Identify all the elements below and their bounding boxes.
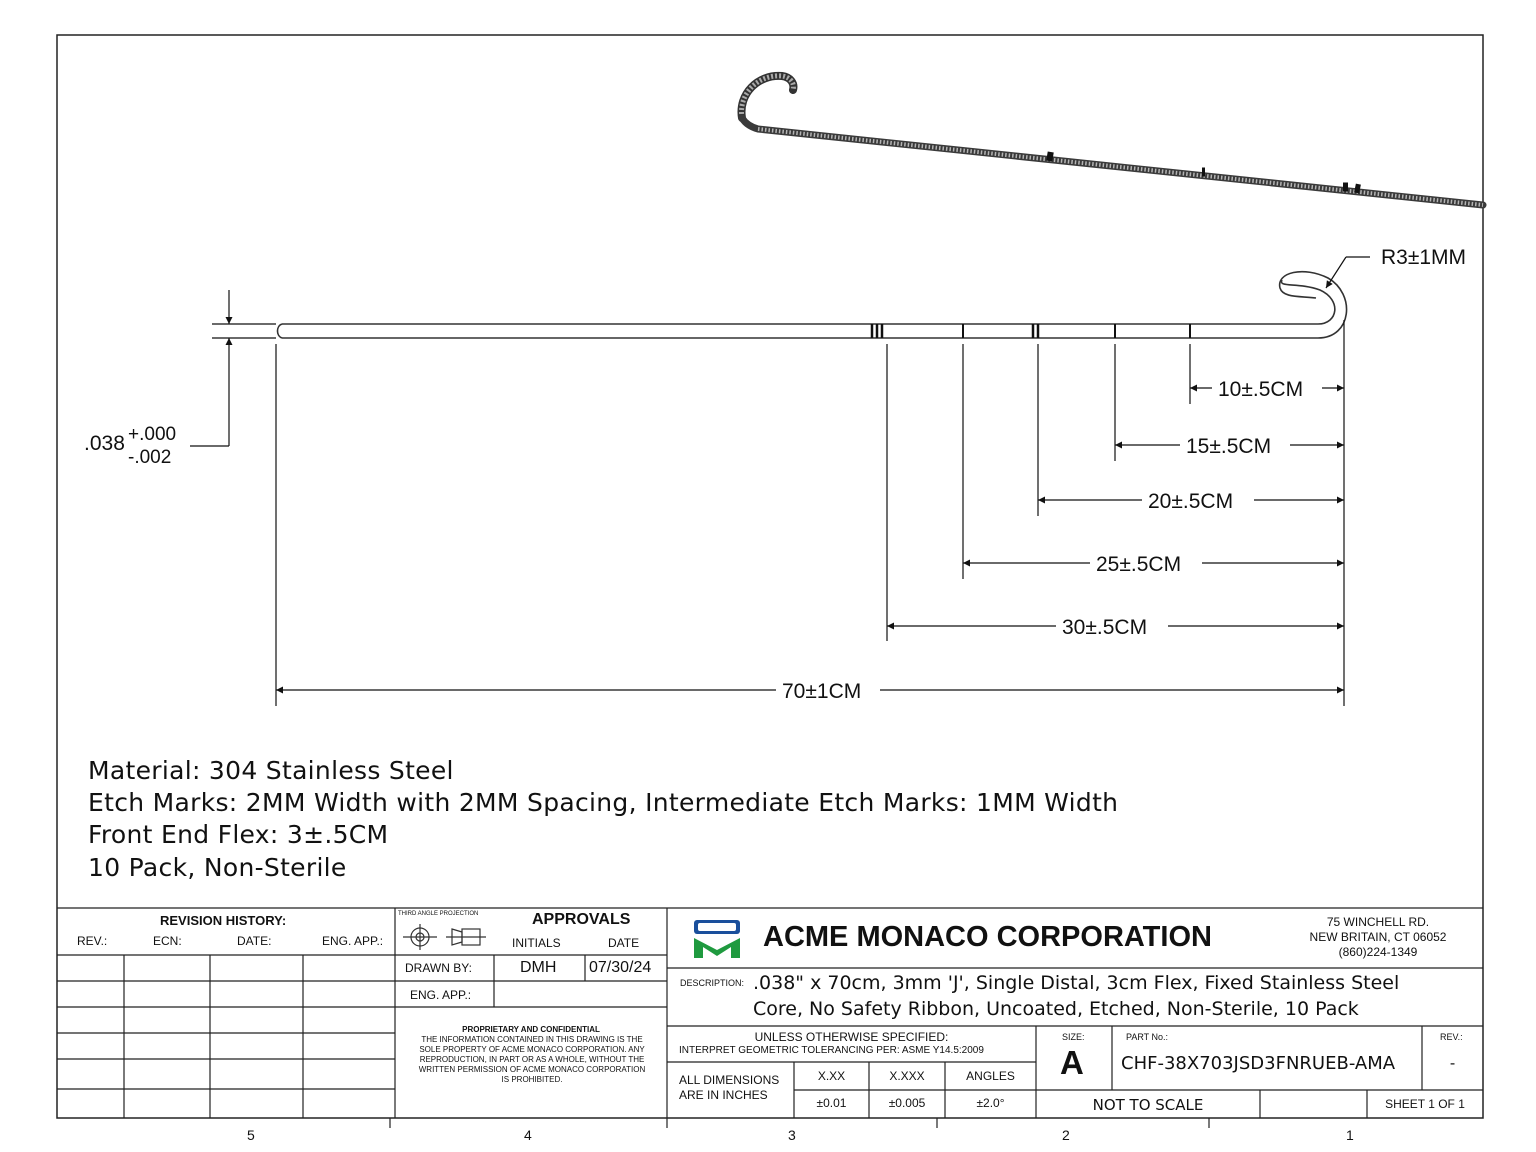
drawn-by-initials: DMH (520, 959, 557, 976)
zone-2: 2 (1062, 1127, 1070, 1143)
part-no-label: PART No.: (1126, 1032, 1169, 1042)
diameter-nominal: .038 (84, 432, 125, 455)
projection-label: THIRD ANGLE PROJECTION (398, 911, 479, 917)
all-dimensions-line-2: ARE IN INCHES (679, 1088, 768, 1102)
note-front-end-flex: Front End Flex: 3±.5CM (88, 820, 389, 849)
revision-history-title: REVISION HISTORY: (160, 913, 287, 928)
rev-label: REV.: (1440, 1032, 1463, 1042)
approvals-title: APPROVALS (532, 911, 631, 928)
tol-angles-value: ±2.0° (976, 1096, 1005, 1110)
size-label: SIZE: (1062, 1032, 1085, 1042)
extension-lines (275, 320, 1345, 706)
drawn-by-label: DRAWN BY: (405, 961, 472, 975)
revision-col-ecn: ECN: (153, 934, 182, 948)
tolerance-interpret: INTERPRET GEOMETRIC TOLERANCING PER: ASM… (679, 1045, 984, 1056)
zone-ticks (389, 1118, 1210, 1128)
diameter-tol-minus: -.002 (128, 447, 171, 468)
proprietary-body: THE INFORMATION CONTAINED IN THIS DRAWIN… (418, 1035, 646, 1084)
approvals-date-label: DATE (608, 936, 640, 950)
company-logo (694, 920, 740, 958)
revision-col-eng-app: ENG. APP.: (322, 934, 384, 948)
diameter-tol-plus: +.000 (128, 424, 176, 445)
all-dimensions-line-1: ALL DIMENSIONS (679, 1073, 780, 1087)
zone-5: 5 (247, 1127, 255, 1143)
scale-note: NOT TO SCALE (1092, 1096, 1204, 1114)
radius-leader (1325, 256, 1370, 289)
tol-angles-label: ANGLES (966, 1069, 1015, 1083)
note-pack: 10 Pack, Non-Sterile (88, 853, 347, 882)
tolerance-unless: UNLESS OTHERWISE SPECIFIED: (754, 1030, 949, 1044)
dim-30cm: 30±.5CM (1062, 616, 1147, 639)
tol-xx-label: X.XX (817, 1069, 846, 1083)
etch-marks (870, 324, 1191, 338)
part-number: CHF-38X703JSD3FNRUEB-AMA (1121, 1053, 1396, 1074)
dim-15cm: 15±.5CM (1186, 435, 1271, 458)
tol-xxx-value: ±0.005 (888, 1096, 926, 1110)
size-value: A (1060, 1044, 1084, 1081)
dim-20cm: 20±.5CM (1148, 490, 1233, 513)
guidewire-3d-view (737, 71, 1487, 209)
tol-xx-value: ±0.01 (816, 1096, 847, 1110)
company-name: ACME MONACO CORPORATION (763, 921, 1212, 953)
tol-xxx-label: X.XXX (889, 1069, 925, 1083)
zone-3: 3 (788, 1127, 796, 1143)
dim-10cm: 10±.5CM (1218, 378, 1303, 401)
description-label: DESCRIPTION: (680, 978, 745, 988)
sheet-number: SHEET 1 OF 1 (1385, 1097, 1465, 1111)
dim-25cm: 25±.5CM (1096, 553, 1181, 576)
revision-col-rev: REV.: (77, 934, 108, 948)
company-phone: (860)224-1349 (1338, 945, 1418, 959)
rev-value: - (1449, 1055, 1456, 1072)
company-address-2: NEW BRITAIN, CT 06052 (1309, 930, 1447, 944)
eng-app-label: ENG. APP.: (410, 988, 472, 1002)
proprietary-title: PROPRIETARY AND CONFIDENTIAL (462, 1025, 600, 1034)
diameter-dimension (190, 290, 276, 447)
revision-col-date: DATE: (237, 934, 272, 948)
zone-1: 1 (1346, 1127, 1354, 1143)
description-line-1: .038" x 70cm, 3mm 'J', Single Distal, 3c… (753, 972, 1400, 994)
note-material: Material: 304 Stainless Steel (88, 756, 454, 785)
dim-70cm: 70±1CM (782, 680, 861, 703)
length-dimensions (276, 384, 1344, 694)
company-address-1: 75 WINCHELL RD. (1326, 915, 1430, 929)
title-block-grid (57, 907, 1483, 1118)
note-etch-marks: Etch Marks: 2MM Width with 2MM Spacing, … (88, 788, 1119, 817)
third-angle-projection-icon (403, 924, 486, 950)
guidewire-side-view (276, 270, 1348, 339)
drawn-by-date: 07/30/24 (589, 959, 652, 976)
sheet-border (56, 34, 1484, 1119)
description-line-2: Core, No Safety Ribbon, Uncoated, Etched… (753, 998, 1359, 1020)
radius-label: R3±1MM (1381, 246, 1466, 269)
zone-4: 4 (524, 1127, 532, 1143)
approvals-initials-label: INITIALS (512, 936, 561, 950)
